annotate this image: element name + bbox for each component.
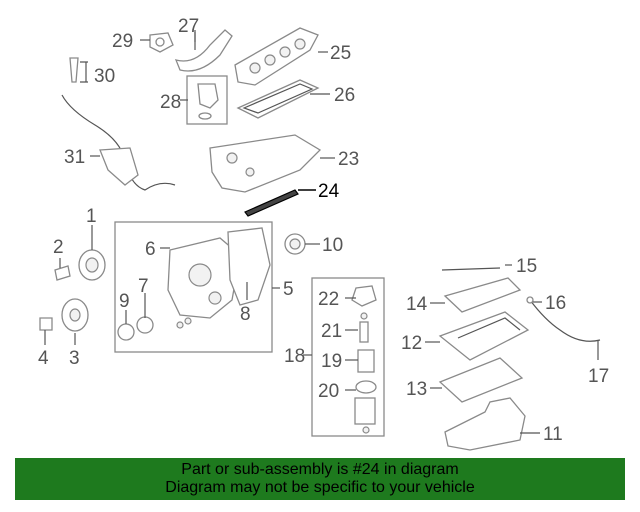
part-3	[61, 298, 89, 332]
callout-21: 21	[321, 321, 342, 342]
callout-19: 19	[321, 351, 342, 372]
banner-line-1: Part or sub-assembly is #24 in diagram	[181, 461, 459, 478]
callout-27: 27	[178, 16, 199, 37]
banner-line-2: Diagram may not be specific to your vehi…	[165, 479, 475, 496]
callout-2: 2	[53, 237, 64, 258]
callout-3: 3	[69, 348, 80, 369]
oil-filter-group	[311, 277, 385, 437]
callout-9: 9	[119, 291, 130, 312]
callout-5: 5	[283, 279, 294, 300]
callout-31: 31	[64, 147, 85, 168]
part-15	[441, 267, 501, 271]
part-2	[54, 265, 71, 281]
part-14	[443, 277, 522, 313]
callout-25: 25	[330, 43, 351, 64]
callout-10: 10	[322, 235, 343, 256]
part-26	[236, 79, 320, 119]
callout-6: 6	[145, 239, 156, 260]
part-25	[234, 27, 319, 86]
part-28	[186, 75, 228, 125]
part-13	[438, 357, 524, 403]
part-4	[39, 317, 53, 331]
part-10	[284, 233, 306, 255]
callout-8: 8	[240, 304, 251, 325]
part-29	[149, 32, 174, 53]
callout-12: 12	[401, 333, 422, 354]
callout-28: 28	[160, 92, 181, 113]
callout-23: 23	[338, 149, 359, 170]
callout-24: 24	[318, 181, 340, 202]
callout-15: 15	[516, 256, 537, 277]
callout-14: 14	[406, 294, 428, 315]
callout-13: 13	[406, 379, 427, 400]
timing-cover-group	[114, 221, 273, 353]
part-11	[444, 397, 526, 451]
callout-labels: 29 27 25 30 26 28 31 23 24 1 2 6 10 5 7 …	[38, 16, 609, 445]
part-23	[209, 134, 322, 193]
callout-18: 18	[284, 346, 305, 367]
callout-4: 4	[38, 348, 49, 369]
part-30	[69, 57, 88, 83]
part-31	[61, 94, 176, 191]
callout-16: 16	[545, 293, 566, 314]
callout-11: 11	[543, 424, 563, 445]
callout-17: 17	[588, 366, 609, 387]
callout-1: 1	[86, 206, 97, 227]
callout-26: 26	[334, 85, 355, 106]
part-16-17	[526, 296, 601, 342]
info-banner: Part or sub-assembly is #24 in diagram D…	[15, 458, 625, 500]
callout-30: 30	[94, 66, 115, 87]
part-24-highlighted	[244, 189, 299, 217]
callout-7: 7	[138, 276, 149, 297]
callout-22: 22	[318, 289, 339, 310]
part-1	[78, 249, 106, 281]
leader-lines	[44, 32, 599, 434]
callout-29: 29	[112, 31, 133, 52]
callout-20: 20	[318, 381, 339, 402]
part-12	[438, 311, 530, 361]
